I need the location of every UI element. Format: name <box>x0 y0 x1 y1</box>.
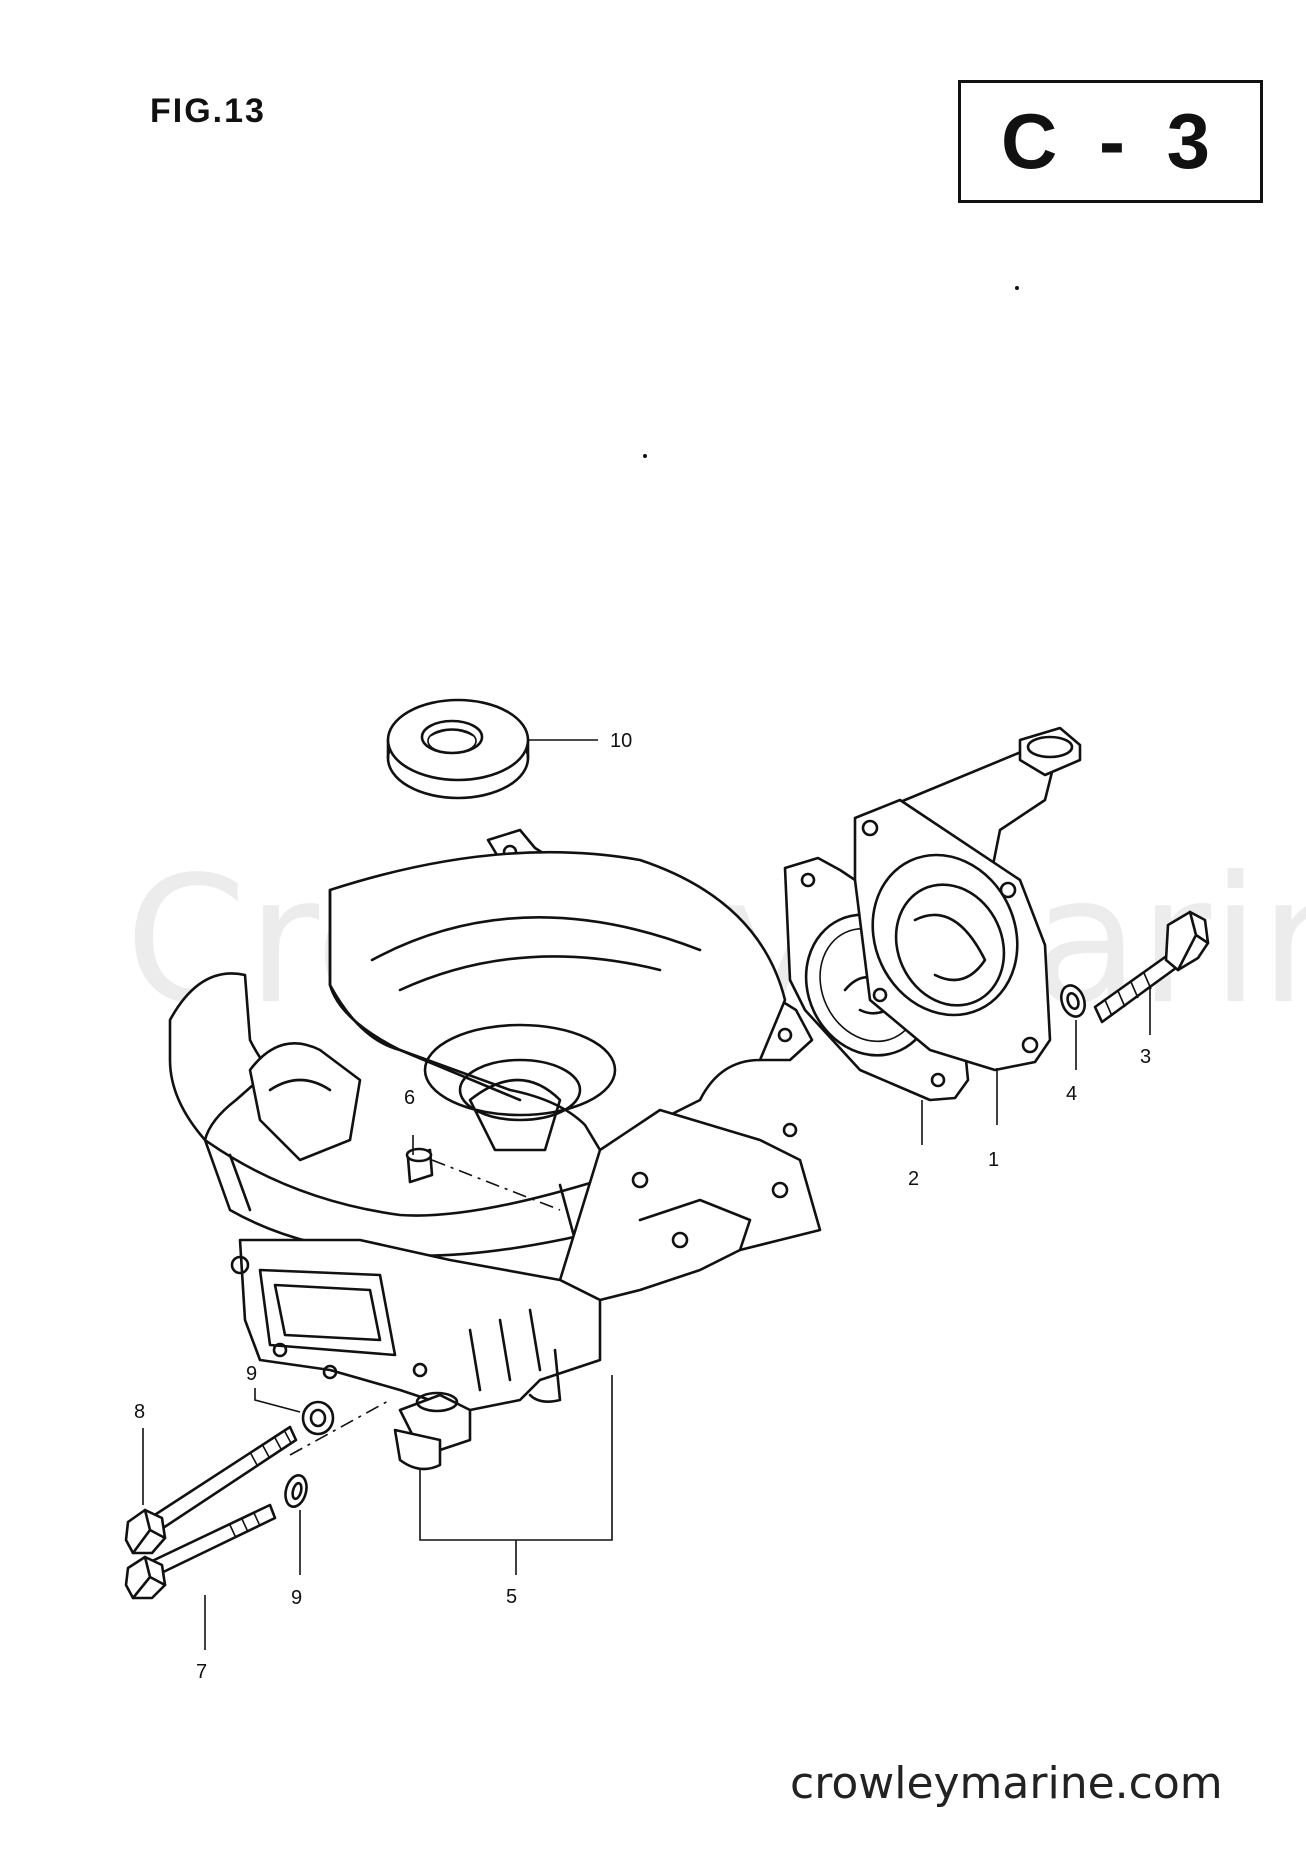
dowel-pin-part-6 <box>405 1147 434 1184</box>
callout-2: 2 <box>908 1168 919 1190</box>
washer-part-9-lower <box>284 1474 308 1508</box>
callout-7: 7 <box>196 1661 207 1683</box>
figure-label: FIG.13 <box>150 92 266 130</box>
washer-part-9-upper <box>301 1400 335 1436</box>
pump-bracket-part-1 <box>853 726 1082 1072</box>
washer-part-4 <box>1060 984 1086 1018</box>
scan-specks <box>643 286 1019 458</box>
bolt-part-8 <box>124 1425 298 1555</box>
callout-3: 3 <box>1140 1046 1151 1068</box>
leader-9-upper <box>254 1388 301 1413</box>
section-code-box: C - 3 <box>958 80 1263 203</box>
leader-5-bracket <box>419 1375 613 1575</box>
callout-4: 4 <box>1066 1083 1077 1105</box>
centerline-6 <box>431 1159 561 1211</box>
callout-5: 5 <box>506 1586 517 1608</box>
callout-8: 8 <box>134 1401 145 1423</box>
centerline-bolts <box>289 1399 391 1456</box>
callout-10: 10 <box>610 730 632 752</box>
callout-1: 1 <box>988 1149 999 1171</box>
footer-url[interactable]: crowleymarine.com <box>790 1758 1223 1809</box>
callout-9-upper: 9 <box>246 1363 257 1385</box>
bolt-part-7 <box>124 1503 277 1600</box>
section-code: C - 3 <box>1000 97 1221 185</box>
oil-seal-part-10 <box>386 698 530 800</box>
bolt-part-3 <box>1093 910 1210 1024</box>
crankcase-housing-part-5 <box>168 828 822 1471</box>
callout-6: 6 <box>404 1087 415 1109</box>
callout-9-lower: 9 <box>291 1587 302 1609</box>
